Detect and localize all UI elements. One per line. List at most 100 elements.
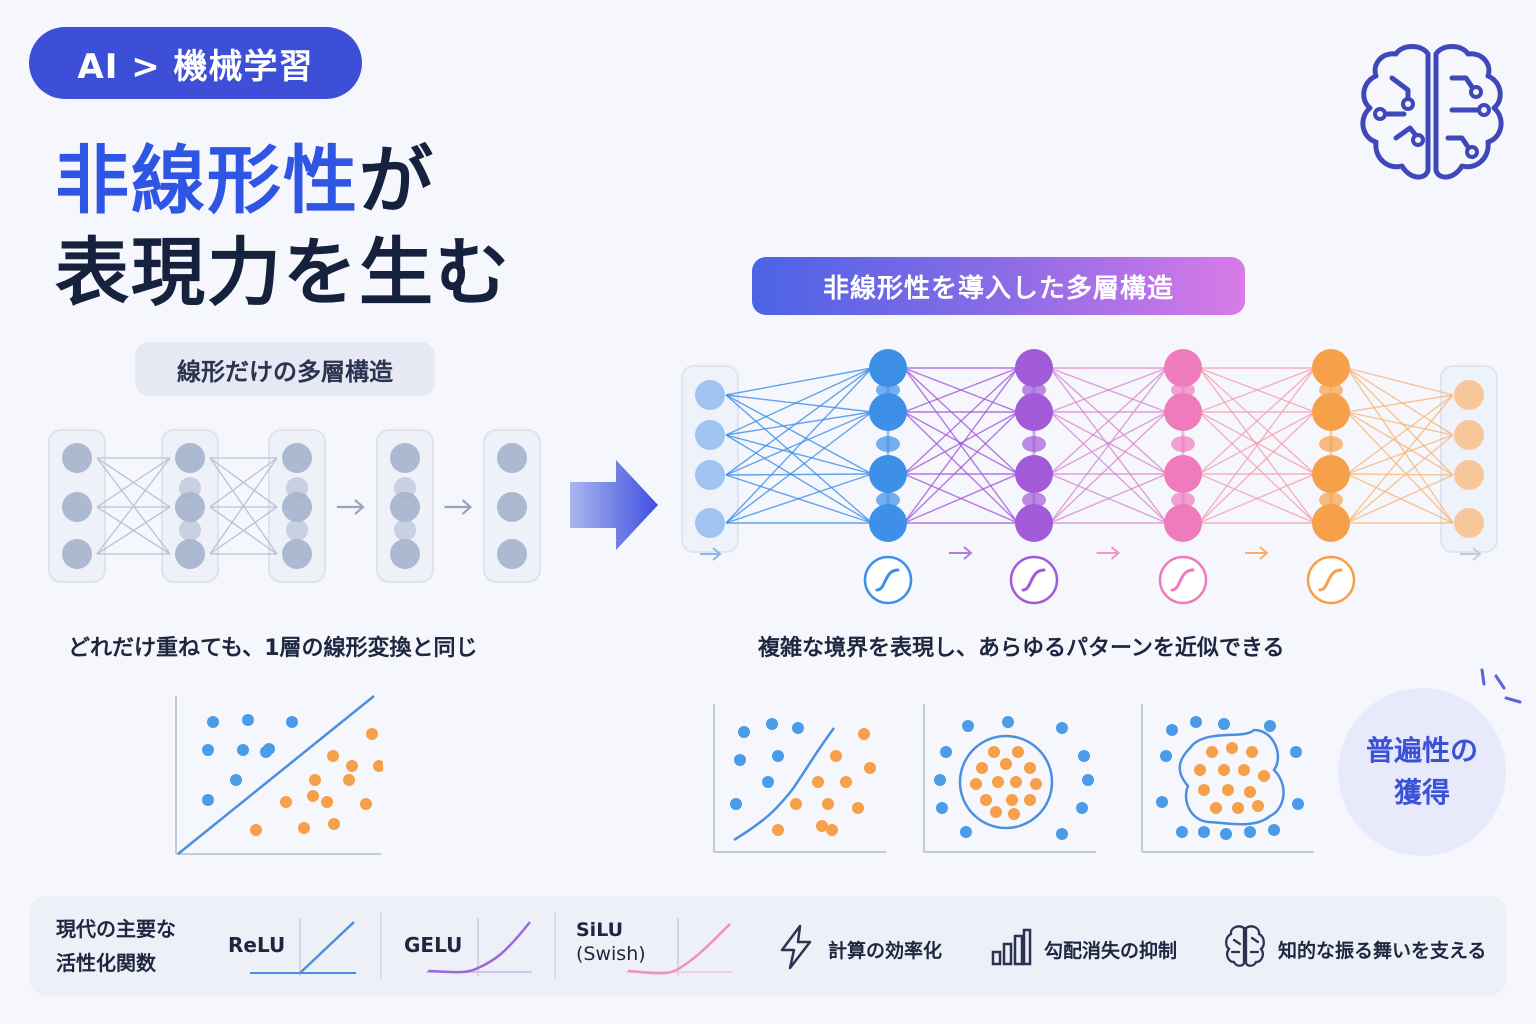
neuron: [390, 492, 420, 522]
connection-line: [1198, 411, 1316, 475]
silu-alias: (Swish): [576, 943, 646, 965]
connection-line: [1346, 367, 1454, 396]
transform-arrow-icon: [570, 460, 658, 550]
data-point: [286, 716, 298, 728]
linear-network-diagram: [48, 429, 541, 583]
silu-label: SiLU (Swish): [576, 918, 646, 966]
arrow-icon: [949, 546, 973, 560]
connection-line: [1346, 394, 1454, 413]
data-point: [970, 778, 982, 790]
page-title: 非線形性が 表現力を生む: [55, 135, 511, 319]
connection-line: [1049, 411, 1168, 475]
neuron: [1454, 420, 1484, 450]
data-point: [202, 744, 214, 756]
neuron: [1171, 492, 1195, 508]
data-point: [263, 743, 275, 755]
connection-line: [1198, 367, 1316, 475]
data-point: [1056, 722, 1068, 734]
neuron: [1312, 455, 1350, 493]
gelu-curve-icon: [426, 918, 532, 976]
brain-circuit-icon: [1360, 44, 1504, 180]
sparkle-icon: [1480, 668, 1522, 704]
data-point: [1258, 770, 1270, 782]
relu-label: ReLU: [228, 933, 286, 957]
neuron: [1171, 436, 1195, 452]
data-point: [1218, 718, 1230, 730]
data-point: [1008, 808, 1020, 820]
data-point: [1156, 796, 1168, 808]
neuron: [1454, 508, 1484, 538]
data-point: [934, 774, 946, 786]
connection-line: [1346, 474, 1454, 524]
data-point: [790, 798, 802, 810]
data-point: [940, 746, 952, 758]
neuron: [1015, 349, 1053, 387]
connection-line: [209, 457, 278, 508]
connection-line: [1346, 394, 1454, 475]
connection-line: [725, 367, 873, 436]
data-point: [1222, 784, 1234, 796]
connection-line: [725, 434, 873, 524]
data-point: [1268, 824, 1280, 836]
connection-line: [1346, 434, 1454, 524]
neuron: [1164, 504, 1202, 542]
data-point: [1218, 764, 1230, 776]
activation-node: [1306, 555, 1356, 605]
neuron: [876, 492, 900, 508]
data-point: [343, 774, 355, 786]
data-point: [738, 726, 750, 738]
curved-boundary: [733, 727, 836, 842]
data-point: [816, 820, 828, 832]
universality-line2: 獲得: [1393, 776, 1450, 809]
connection-line: [209, 506, 278, 555]
neuron: [394, 519, 416, 541]
neuron: [1164, 393, 1202, 431]
neuron: [1164, 455, 1202, 493]
data-point: [230, 774, 242, 786]
neuron: [695, 380, 725, 410]
connection-line: [903, 411, 1019, 524]
connection-line: [1198, 367, 1316, 524]
connection-line: [96, 506, 171, 555]
title-line2: 表現力を生む: [55, 230, 511, 316]
data-point: [280, 796, 292, 808]
data-point: [1210, 802, 1222, 814]
connection-line: [1049, 367, 1168, 413]
connection-line: [1346, 394, 1454, 524]
data-point: [730, 798, 742, 810]
data-point: [1246, 746, 1258, 758]
data-point: [812, 776, 824, 788]
neuron: [1312, 393, 1350, 431]
breadcrumb[interactable]: AI > 機械学習: [29, 27, 362, 99]
connection-line: [1198, 473, 1316, 524]
neuron: [1454, 380, 1484, 410]
relu-curve-icon: [250, 918, 356, 976]
activation-node: [1009, 555, 1059, 605]
connection-line: [1346, 367, 1454, 524]
activation-functions-bar: [29, 896, 1507, 996]
gelu-label: GELU: [404, 933, 463, 957]
neuron: [62, 443, 92, 473]
connection-line: [903, 367, 1019, 413]
data-point: [1166, 724, 1178, 736]
neuron: [497, 492, 527, 522]
sigmoid-icon: [1318, 568, 1343, 592]
data-point: [373, 760, 383, 772]
circular-boundary-plot: [923, 704, 1096, 853]
neuron: [282, 443, 312, 473]
connection-line: [209, 457, 278, 555]
data-point: [242, 714, 254, 726]
neuron: [695, 420, 725, 450]
sigmoid-icon: [1170, 568, 1195, 592]
data-point: [1226, 742, 1238, 754]
arrow-icon: [1245, 546, 1269, 560]
feature-vanishing-gradient: 勾配消失の抑制: [1044, 940, 1178, 962]
neuron: [695, 460, 725, 490]
title-line1-rest: が: [359, 138, 435, 224]
data-point: [1076, 802, 1088, 814]
data-point: [962, 720, 974, 732]
activation-label-line1: 現代の主要な: [56, 917, 176, 941]
data-point: [1264, 720, 1276, 732]
lightning-icon: [780, 924, 812, 970]
connection-line: [725, 411, 873, 524]
